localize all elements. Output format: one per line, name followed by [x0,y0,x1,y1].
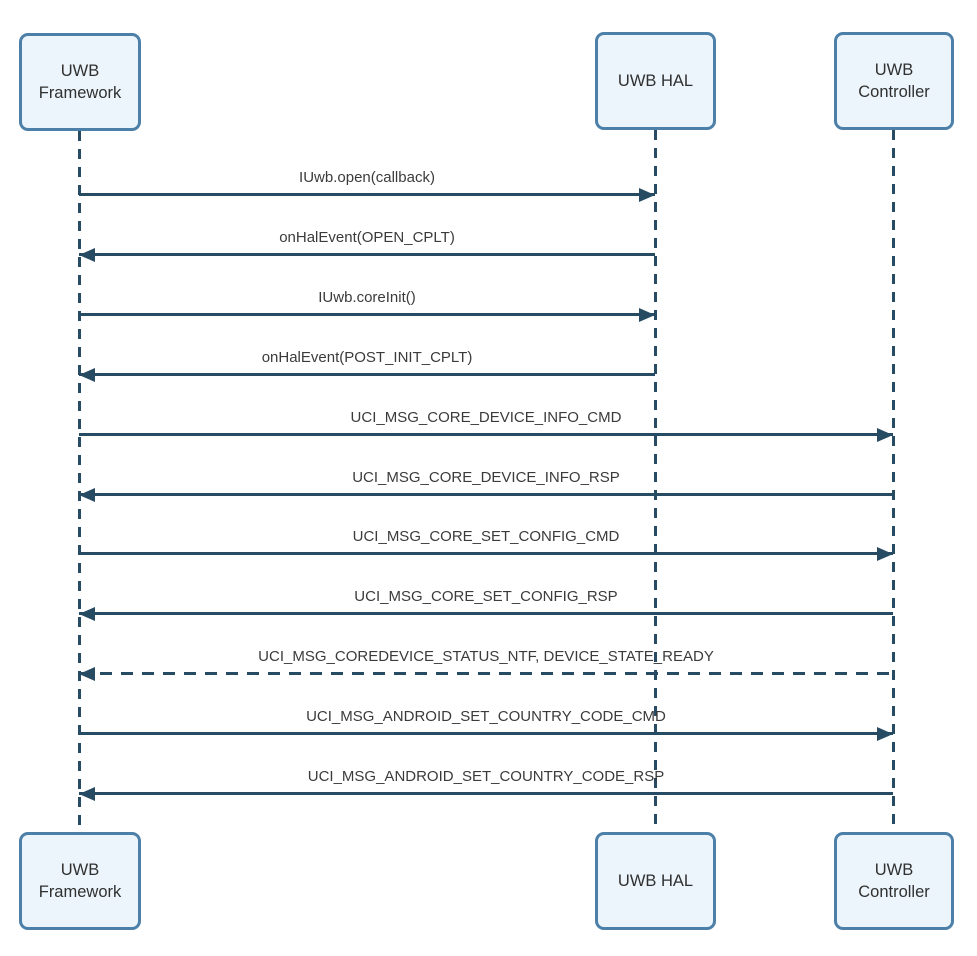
message-label: UCI_MSG_CORE_DEVICE_INFO_CMD [350,409,622,426]
message-6-controller-to-framework: UCI_MSG_CORE_DEVICE_INFO_RSP [79,460,893,502]
message-arrow-line [79,732,893,735]
arrowhead-icon [79,487,95,502]
actor-bottom-uwb-controller: UWB Controller [834,832,954,930]
message-arrow-line [79,193,655,196]
message-label: IUwb.open(callback) [299,169,435,186]
message-8-controller-to-framework: UCI_MSG_CORE_SET_CONFIG_RSP [79,579,893,621]
message-9-controller-to-framework: UCI_MSG_COREDEVICE_STATUS_NTF, DEVICE_ST… [79,639,893,681]
lifeline-uwb-controller [892,130,895,832]
lifeline-uwb-hal [654,130,657,832]
message-label: onHalEvent(POST_INIT_CPLT) [261,349,473,366]
arrowhead-icon [79,786,95,801]
arrowhead-icon [79,666,95,681]
message-4-hal-to-framework: onHalEvent(POST_INIT_CPLT) [79,340,655,382]
message-3-framework-to-hal: IUwb.coreInit() [79,280,655,322]
message-label: IUwb.coreInit() [318,289,416,306]
message-arrow-line [79,373,655,376]
message-arrow-line [79,672,893,675]
actor-bottom-uwb-hal: UWB HAL [595,832,716,930]
message-11-controller-to-framework: UCI_MSG_ANDROID_SET_COUNTRY_CODE_RSP [79,759,893,801]
message-1-framework-to-hal: IUwb.open(callback) [79,160,655,202]
arrowhead-icon [639,187,655,202]
message-5-framework-to-controller: UCI_MSG_CORE_DEVICE_INFO_CMD [79,400,893,442]
message-7-framework-to-controller: UCI_MSG_CORE_SET_CONFIG_CMD [79,519,893,561]
message-10-framework-to-controller: UCI_MSG_ANDROID_SET_COUNTRY_CODE_CMD [79,699,893,741]
arrowhead-icon [639,307,655,322]
arrowhead-icon [79,606,95,621]
message-arrow-line [79,253,655,256]
message-label: UCI_MSG_COREDEVICE_STATUS_NTF, DEVICE_ST… [258,648,714,665]
lifeline-uwb-framework [78,131,81,832]
message-arrow-line [79,792,893,795]
actor-top-uwb-controller: UWB Controller [834,32,954,130]
message-arrow-line [79,313,655,316]
message-arrow-line [79,493,893,496]
message-arrow-line [79,552,893,555]
actor-bottom-uwb-framework: UWB Framework [19,832,141,930]
message-label: UCI_MSG_CORE_DEVICE_INFO_RSP [352,469,620,486]
message-2-hal-to-framework: onHalEvent(OPEN_CPLT) [79,220,655,262]
arrowhead-icon [79,247,95,262]
actor-top-uwb-hal: UWB HAL [595,32,716,130]
arrowhead-icon [877,546,893,561]
arrowhead-icon [877,427,893,442]
message-arrow-line [79,433,893,436]
message-label: onHalEvent(OPEN_CPLT) [279,229,455,246]
message-label: UCI_MSG_CORE_SET_CONFIG_RSP [354,588,618,605]
message-label: UCI_MSG_ANDROID_SET_COUNTRY_CODE_RSP [307,768,665,785]
actor-top-uwb-framework: UWB Framework [19,33,141,131]
arrowhead-icon [79,367,95,382]
message-label: UCI_MSG_ANDROID_SET_COUNTRY_CODE_CMD [306,708,666,725]
message-label: UCI_MSG_CORE_SET_CONFIG_CMD [352,528,620,545]
arrowhead-icon [877,726,893,741]
message-arrow-line [79,612,893,615]
